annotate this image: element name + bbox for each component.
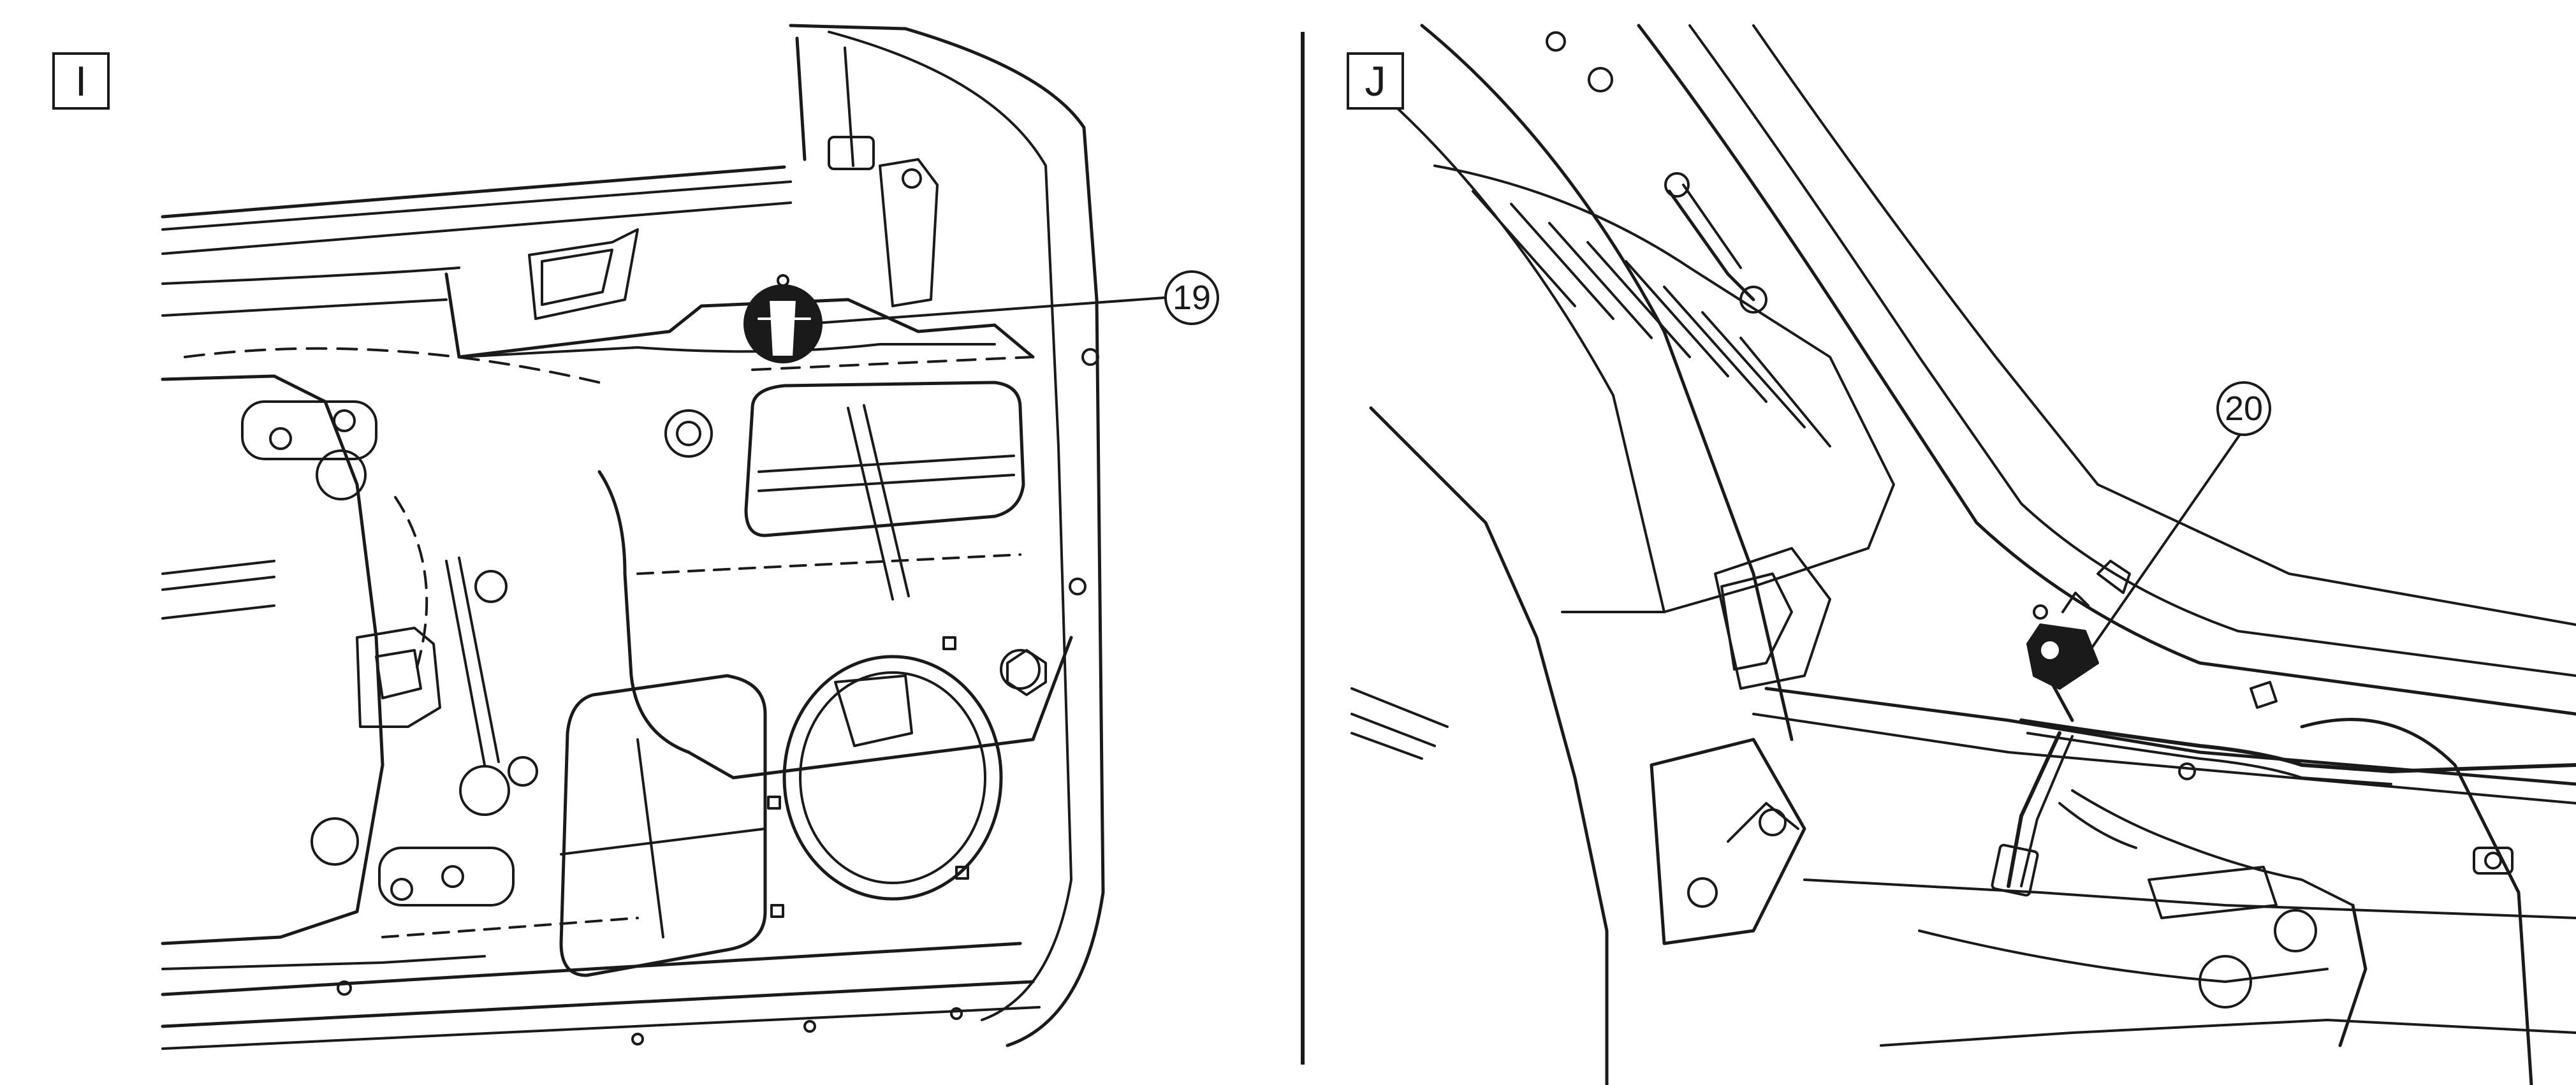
callout-20: 20 (2216, 381, 2271, 436)
pillar-harness-drawing (1350, 24, 2576, 1085)
callout-19: 19 (1164, 270, 1219, 325)
panel-label-j: J (1347, 52, 1404, 110)
door-panel-drawing (161, 24, 1166, 1050)
panel-j: J 20 (1307, 0, 2576, 1085)
panel-label-i: I (52, 52, 110, 110)
panel-i: I 19 (52, 24, 1219, 1050)
panel-divider (1301, 32, 1305, 1065)
